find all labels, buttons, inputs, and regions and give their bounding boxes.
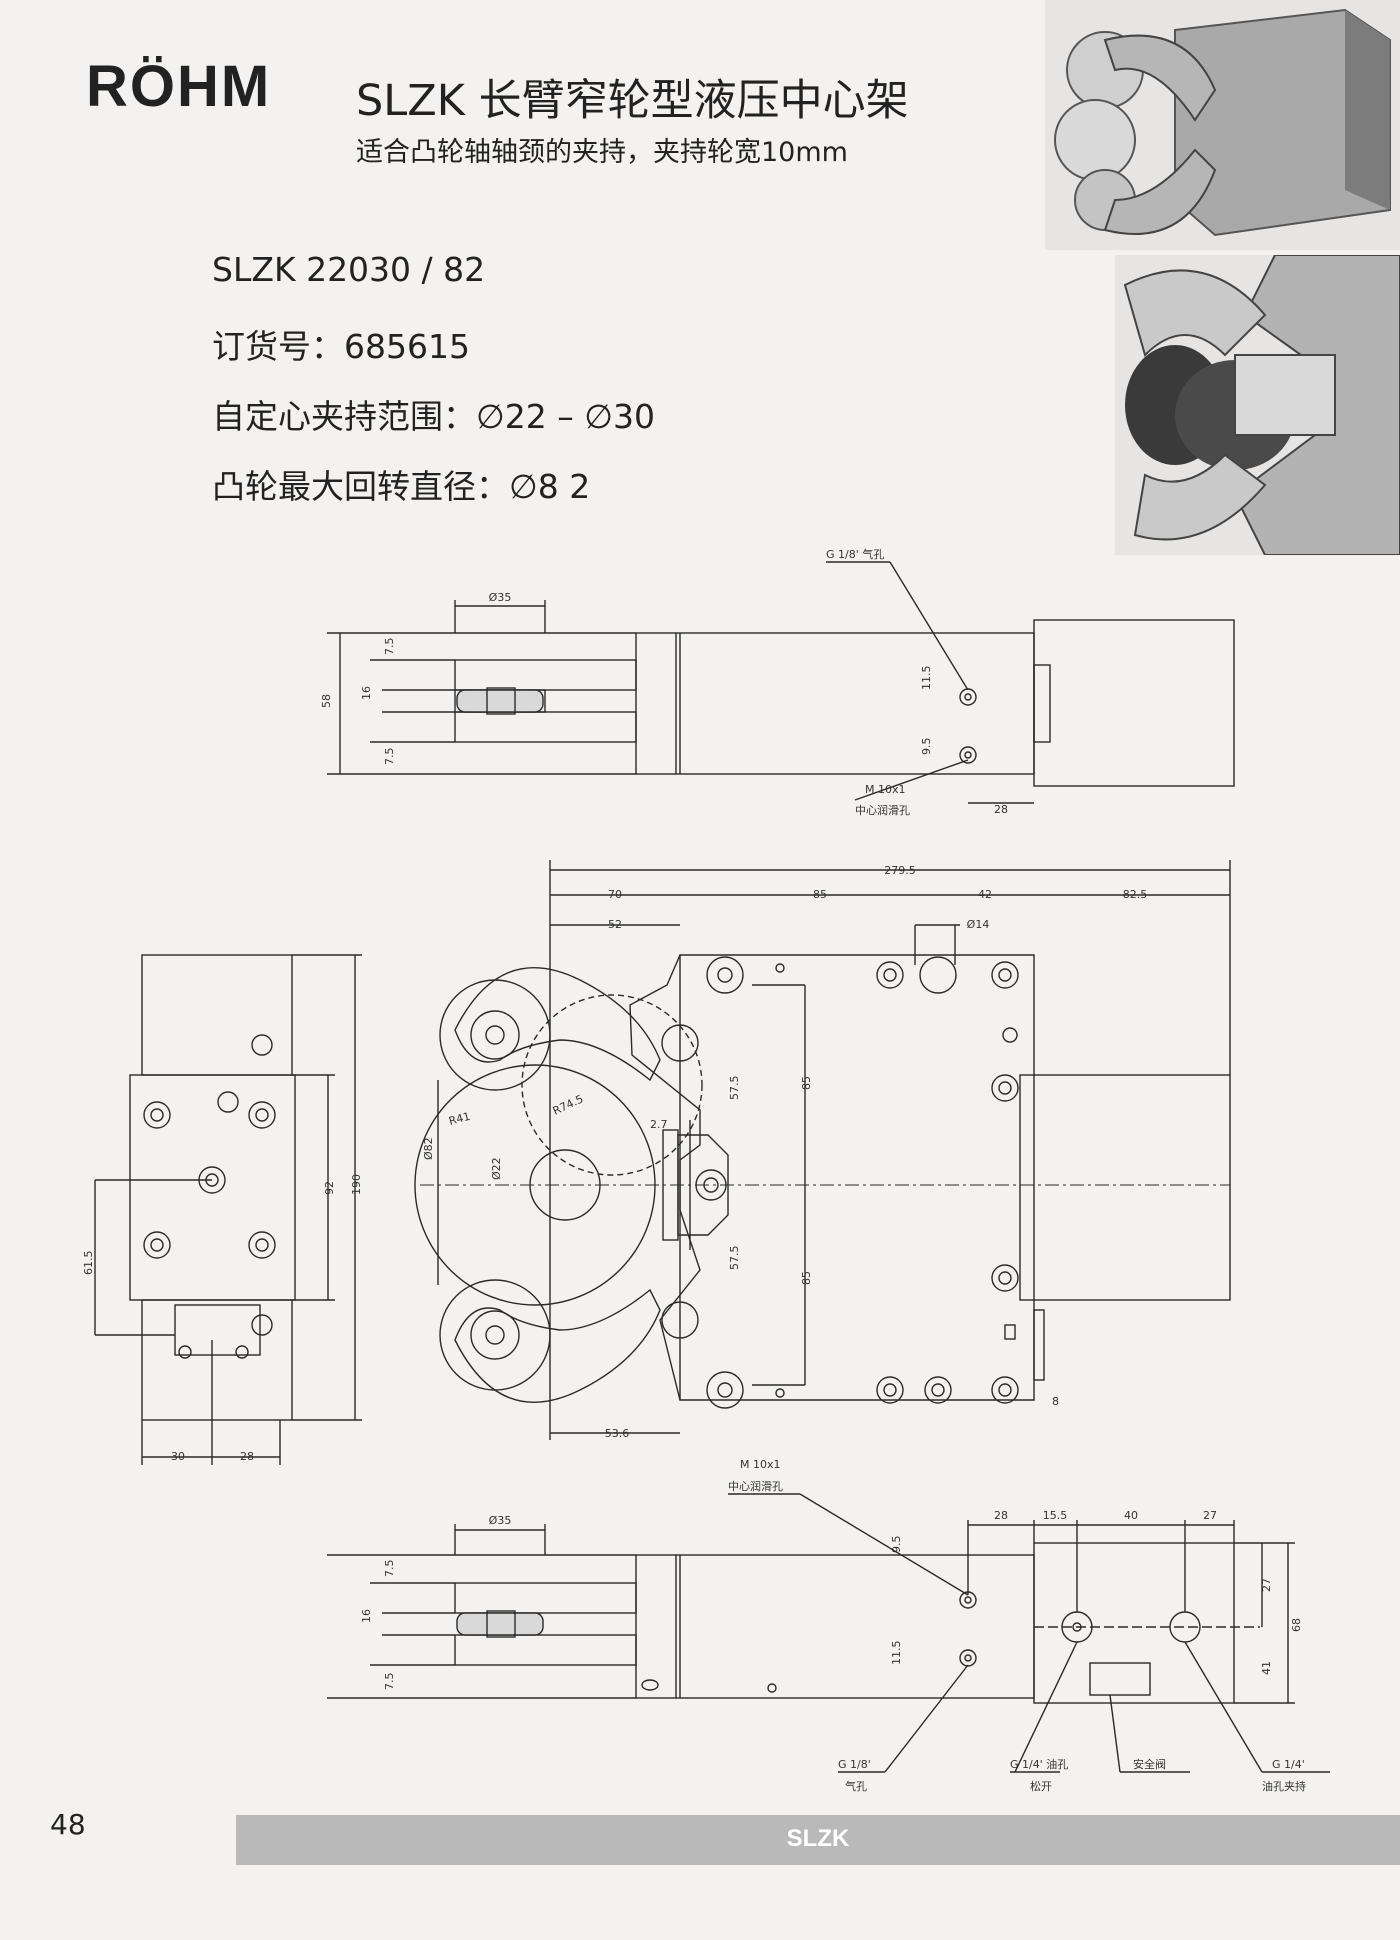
label-safety-valve: 安全阀 [1133, 1757, 1166, 1771]
spec-clamping-range: 自定心夹持范围：∅22 – ∅30 [212, 397, 655, 436]
dim-57-5b: 57.5 [728, 1246, 741, 1271]
dim-bottom-7-5a: 7.5 [383, 1560, 396, 1578]
dim-57-5a: 57.5 [728, 1076, 741, 1101]
label-bottom-lube: M 10x1 [740, 1458, 781, 1471]
dim-2-7: 2.7 [650, 1118, 668, 1131]
label-g14: G 1/4' [1272, 1758, 1305, 1771]
product-photo-detail [1115, 255, 1400, 555]
dim-30: 30 [171, 1450, 185, 1463]
footer-bar: SLZK [236, 1815, 1400, 1865]
dim-27: 27 [1203, 1509, 1217, 1522]
dim-92: 92 [323, 1181, 336, 1195]
dim-r74-5: R74.5 [551, 1092, 586, 1117]
dim-52: 52 [608, 918, 622, 931]
dim-42: 42 [978, 888, 992, 901]
dim-top-16: 16 [360, 686, 373, 700]
dim-53-6: 53.6 [605, 1427, 630, 1440]
label-g18: G 1/8' [838, 1758, 871, 1771]
label-top-air-port: G 1/8' 气孔 [826, 547, 884, 561]
dim-28-side: 28 [240, 1450, 254, 1463]
dim-r41: R41 [447, 1110, 471, 1128]
product-photo-top [1045, 0, 1400, 250]
dim-top-58: 58 [320, 694, 333, 708]
dim-14: Ø14 [967, 918, 990, 931]
front-view [414, 860, 1231, 1440]
dim-bottom-35: Ø35 [489, 1514, 512, 1527]
dim-15-5: 15.5 [1043, 1509, 1068, 1522]
rohm-logo: RÖHM [86, 54, 272, 119]
dim-70: 70 [608, 888, 622, 901]
dim-top-7-5a: 7.5 [383, 638, 396, 656]
dim-85-top: 85 [813, 888, 827, 901]
dim-bottom-28: 28 [994, 1509, 1008, 1522]
dim-bottom-11-5: 11.5 [890, 1641, 903, 1666]
dim-40: 40 [1124, 1509, 1138, 1522]
spec-order-no: 订货号：685615 [212, 327, 470, 366]
dim-85-b: 85 [800, 1271, 813, 1285]
label-top-lube-cn: 中心润滑孔 [855, 803, 910, 817]
label-g14-oil: G 1/4' 油孔 [1010, 1757, 1068, 1771]
dim-bottom-16: 16 [360, 1609, 373, 1623]
label-g18-cn: 气孔 [845, 1779, 867, 1793]
spec-model: SLZK 22030 / 82 [212, 250, 486, 289]
dim-27-v: 27 [1260, 1578, 1273, 1592]
top-view [327, 600, 1235, 804]
spec-cam-diameter: 凸轮最大回转直径：∅8 2 [212, 467, 591, 506]
footer-section-label: SLZK [786, 1825, 850, 1852]
dim-82: Ø82 [422, 1137, 435, 1160]
page-number: 48 [50, 1808, 86, 1841]
bottom-view [327, 1520, 1295, 1704]
page-title: SLZK 长臂窄轮型液压中心架 [356, 76, 909, 126]
dim-41: 41 [1260, 1661, 1273, 1675]
dim-279-5: 279.5 [884, 864, 916, 877]
dim-top-28: 28 [994, 803, 1008, 816]
dim-bottom-9-5: 9.5 [890, 1536, 903, 1554]
label-g14-oil-cn: 松开 [1030, 1779, 1052, 1793]
dim-61-5: 61.5 [82, 1251, 95, 1276]
dim-top-9-5: 9.5 [920, 738, 933, 756]
side-view [94, 954, 362, 1465]
dim-bottom-7-5b: 7.5 [383, 1673, 396, 1691]
label-bottom-lube-cn: 中心润滑孔 [728, 1479, 783, 1493]
dim-190: 190 [350, 1174, 363, 1195]
dim-top-7-5b: 7.5 [383, 748, 396, 766]
dim-top-35: Ø35 [489, 591, 512, 604]
label-g14-cn: 油孔夹持 [1262, 1779, 1306, 1793]
dim-top-11-5: 11.5 [920, 666, 933, 691]
dim-85-a: 85 [800, 1076, 813, 1090]
page-subtitle: 适合凸轮轴轴颈的夹持，夹持轮宽10mm [356, 137, 848, 168]
dim-22: Ø22 [490, 1157, 503, 1180]
dim-82-5: 82.5 [1123, 888, 1148, 901]
dim-8: 8 [1052, 1395, 1059, 1408]
dim-68: 68 [1290, 1618, 1303, 1632]
